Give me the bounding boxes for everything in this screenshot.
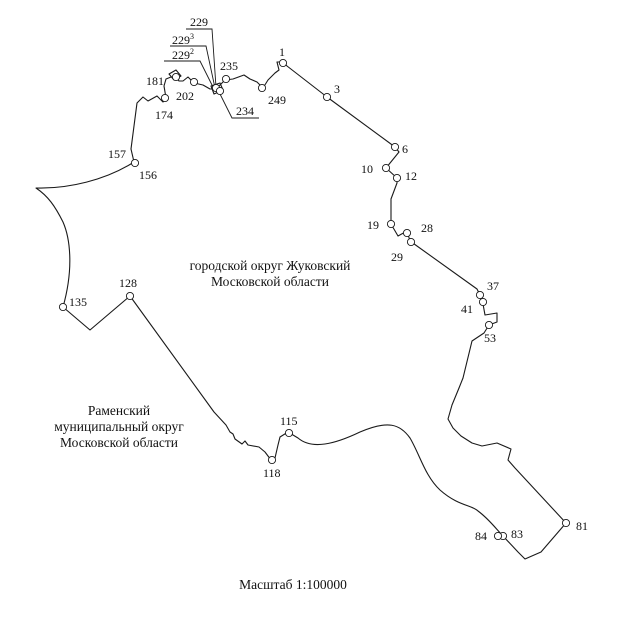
label-118: 118: [263, 466, 281, 480]
label-28: 28: [421, 221, 433, 235]
label-229-3-base: 229: [172, 33, 190, 47]
label-10: 10: [361, 162, 373, 176]
point-235: [221, 74, 231, 84]
district-label-line2: Московской области: [211, 274, 329, 289]
point-84: [493, 531, 503, 541]
label-3: 3: [334, 82, 340, 96]
label-29: 29: [391, 250, 403, 264]
point-135: [58, 302, 68, 312]
label-229-3-sup: 3: [190, 32, 194, 41]
point-1: [278, 58, 288, 68]
label-234: 234: [236, 104, 254, 118]
label-135: 135: [69, 295, 87, 309]
label-174: 174: [155, 108, 173, 122]
leader-229-3: [170, 45, 216, 89]
point-12: [392, 173, 402, 183]
leader-229: [186, 28, 217, 88]
label-249: 249: [268, 93, 286, 107]
label-128: 128: [119, 276, 137, 290]
point-37: [475, 290, 485, 300]
leader-229-2: [164, 60, 215, 90]
label-202: 202: [176, 89, 194, 103]
label-156: 156: [139, 168, 157, 182]
point-6: [390, 142, 400, 152]
label-19: 19: [367, 218, 379, 232]
neighbor-label-line1: Раменский: [88, 403, 150, 418]
point-118: [267, 455, 277, 465]
label-229-3: 2293: [172, 32, 194, 47]
label-235: 235: [220, 59, 238, 73]
point-19: [386, 219, 396, 229]
label-229: 229: [190, 15, 208, 29]
label-41: 41: [461, 302, 473, 316]
point-234: [215, 86, 225, 96]
point-128: [125, 291, 135, 301]
label-6: 6: [402, 142, 408, 156]
district-label-line1: городской округ Жуковский: [190, 258, 351, 273]
point-markers: [58, 58, 571, 541]
scale-label: Масштаб 1:100000: [239, 577, 347, 592]
label-81: 81: [576, 519, 588, 533]
point-174: [160, 93, 170, 103]
neighbor-label-line2: муниципальный округ: [54, 419, 184, 434]
point-10: [381, 163, 391, 173]
label-229-2: 2292: [172, 47, 194, 62]
label-53: 53: [484, 331, 496, 345]
point-81: [561, 518, 571, 528]
label-12: 12: [405, 169, 417, 183]
label-84: 84: [475, 529, 487, 543]
label-181: 181: [146, 74, 164, 88]
point-53: [484, 320, 494, 330]
label-37: 37: [487, 279, 499, 293]
point-115: [284, 428, 294, 438]
neighbor-label-line3: Московской области: [60, 435, 178, 450]
point-29: [406, 237, 416, 247]
label-229-2-base: 229: [172, 48, 190, 62]
neighbor-label: Раменский муниципальный округ Московской…: [54, 403, 184, 450]
point-3: [322, 92, 332, 102]
leader-234: [218, 91, 259, 119]
point-202: [189, 77, 199, 87]
point-156: [130, 158, 140, 168]
label-83: 83: [511, 527, 523, 541]
district-label: городской округ Жуковский Московской обл…: [190, 258, 351, 289]
label-1: 1: [279, 45, 285, 59]
district-boundary: [35, 61, 567, 560]
point-249: [257, 83, 267, 93]
label-157: 157: [108, 147, 126, 161]
point-41: [478, 297, 488, 307]
point-labels: 1 3 6 10 12 19 28 29 37 41 53 81 83 84 1…: [69, 15, 588, 543]
label-115: 115: [280, 414, 298, 428]
label-229-2-sup: 2: [190, 47, 194, 56]
point-181: [171, 72, 181, 82]
point-28: [402, 228, 412, 238]
